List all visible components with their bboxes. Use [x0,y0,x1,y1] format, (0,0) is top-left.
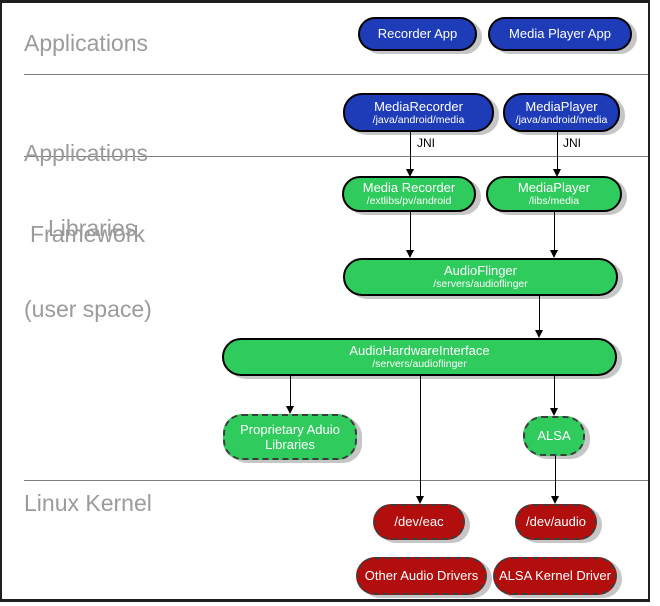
arrow-mediaplayer-lib-to-audioflinger [554,212,555,251]
section-divider [24,156,648,157]
node-title: Other Audio Drivers [364,568,479,584]
arrow-ahi-to-alsa [554,376,555,409]
node-subtitle: /servers/audioflinger [372,358,467,371]
section-label-line: Libraries [48,215,137,241]
node-mediaplayer-library: MediaPlayer /libs/media [486,176,622,212]
node-title: MediaPlayer [517,180,591,196]
section-label-linux-kernel: Linux Kernel [24,490,152,516]
node-subtitle: /extlibs/pv/android [366,195,452,208]
arrow-ahi-to-proprietary-libraries [290,376,291,407]
section-label-line: Framework [30,221,146,247]
arrow-mediarecorder-to-library [410,131,411,170]
node-title: MediaRecorder [374,98,463,114]
node-dev-eac: /dev/eac [373,504,465,540]
arrow-audioflinger-to-audiohardwareinterface [539,296,540,331]
node-media-player-app: Media Player App [488,17,632,51]
arrow-media-recorder-lib-to-audioflinger [410,212,411,251]
arrowhead-icon [550,250,558,258]
node-title: /dev/eac [394,514,444,530]
section-label-line: (user space) [24,296,152,322]
node-title: Media Recorder [362,180,456,196]
node-other-audio-drivers: Other Audio Drivers [356,557,487,595]
arrowhead-icon [550,408,558,416]
arrowhead-icon [286,406,294,414]
node-subtitle: /java/android/media [515,113,608,126]
node-title: Media Player App [509,26,611,42]
section-label-applications: Applications [24,30,149,56]
node-alsa: ALSA [523,416,585,456]
node-title: ALSA [537,428,571,444]
arrow-mediaplayer-to-library [557,131,558,170]
arrow-alsa-to-dev-audio [555,456,556,497]
jni-label-right: JNI [563,136,581,150]
jni-label-left: JNI [417,136,435,150]
arrowhead-icon [406,250,414,258]
section-divider [24,74,648,75]
node-title: AudioHardwareInterface [349,343,490,359]
node-title: MediaPlayer [525,98,598,114]
diagram-border [0,0,650,602]
node-title: Recorder App [377,26,458,42]
node-recorder-app: Recorder App [358,17,477,51]
node-title: /dev/audio [526,514,586,530]
node-subtitle: /servers/audioflinger [433,278,528,291]
arrowhead-icon [551,496,559,504]
node-title: Proprietary Aduio [240,421,340,437]
node-title: AudioFlinger [444,263,517,279]
section-label-applications-framework: Applications Framework [24,86,148,302]
node-audioflinger: AudioFlinger /servers/audioflinger [343,258,618,296]
arrowhead-icon [553,169,561,177]
node-media-recorder-library: Media Recorder /extlibs/pv/android [342,176,476,212]
arrowhead-icon [416,496,424,504]
section-label-libraries-user-space: Libraries (user space) [24,161,152,377]
node-title: ALSA Kernel Driver [499,568,611,584]
node-dev-audio: /dev/audio [515,504,597,540]
arrowhead-icon [406,169,414,177]
node-proprietary-audio-libraries: Proprietary Aduio Libraries [223,414,357,460]
node-subtitle: /libs/media [528,195,580,208]
node-subtitle: /java/android/media [372,113,465,126]
section-divider [24,480,648,481]
arrow-ahi-to-dev-eac [420,376,421,497]
section-label-line: Applications [24,140,149,166]
node-alsa-kernel-driver: ALSA Kernel Driver [493,557,617,595]
node-title-line2: Libraries [265,437,315,452]
node-mediaplayer-framework: MediaPlayer /java/android/media [503,93,620,132]
arrowhead-icon [535,330,543,338]
node-audiohardwareinterface: AudioHardwareInterface /servers/audiofli… [222,338,617,376]
node-mediarecorder-framework: MediaRecorder /java/android/media [343,93,494,132]
